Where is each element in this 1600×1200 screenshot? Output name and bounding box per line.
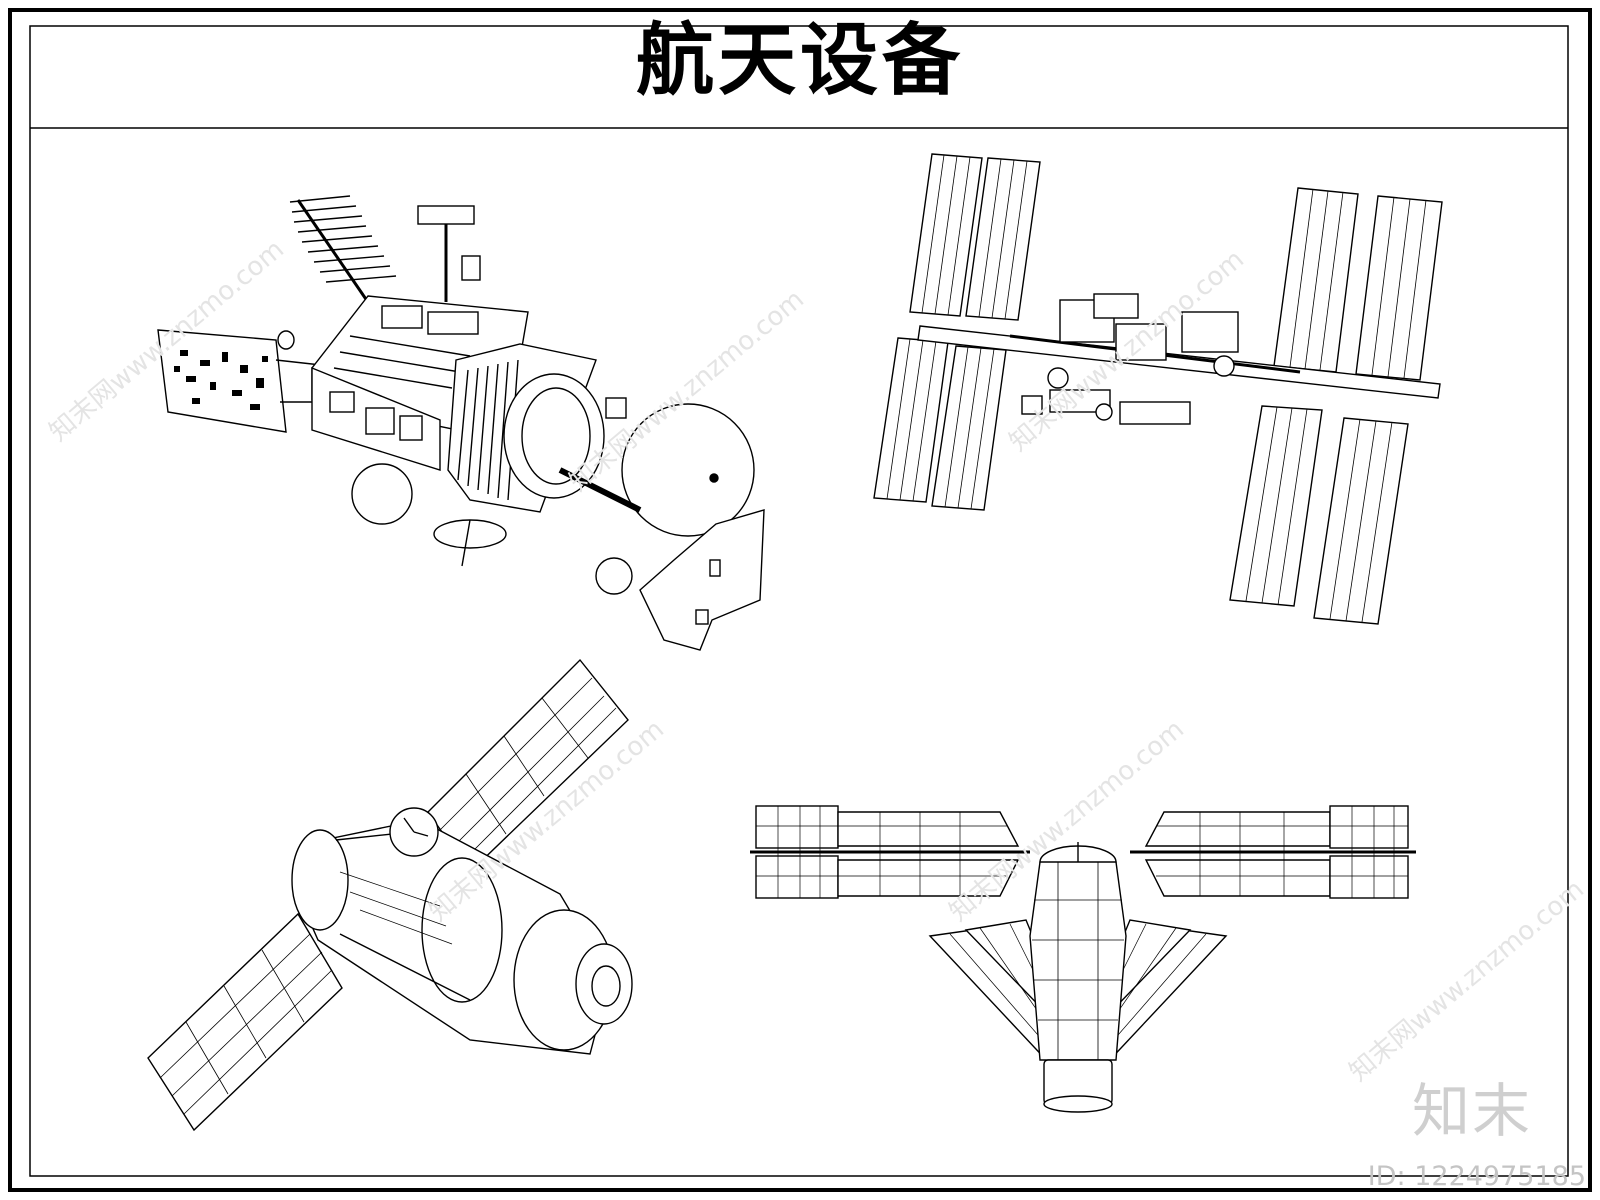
station-array-upper-left xyxy=(909,153,1041,321)
image-id-label: ID: 1224975185 xyxy=(1367,1161,1586,1192)
module-wing-lower xyxy=(147,912,343,1132)
core-panel-right xyxy=(1130,805,1416,899)
left-radar-panel xyxy=(157,329,331,433)
space-station-truss-drawing xyxy=(873,153,1443,625)
yagi-antenna xyxy=(289,195,397,309)
module-wing-upper xyxy=(427,658,629,874)
core-panel-left xyxy=(750,805,1030,899)
station-array-lower-left xyxy=(873,337,1007,511)
outer-frame xyxy=(8,8,1592,1192)
station-array-lower-right xyxy=(1229,405,1409,625)
inner-frame xyxy=(29,25,1569,1177)
station-array-upper-right xyxy=(1273,187,1443,381)
core-module-drawing xyxy=(750,805,1416,1113)
sheet-title: 航天设备 xyxy=(635,15,964,106)
brand-watermark: 知末 xyxy=(1411,1077,1532,1145)
satellite-with-antenna-drawing xyxy=(157,195,765,651)
cylindrical-module-drawing xyxy=(147,658,633,1132)
